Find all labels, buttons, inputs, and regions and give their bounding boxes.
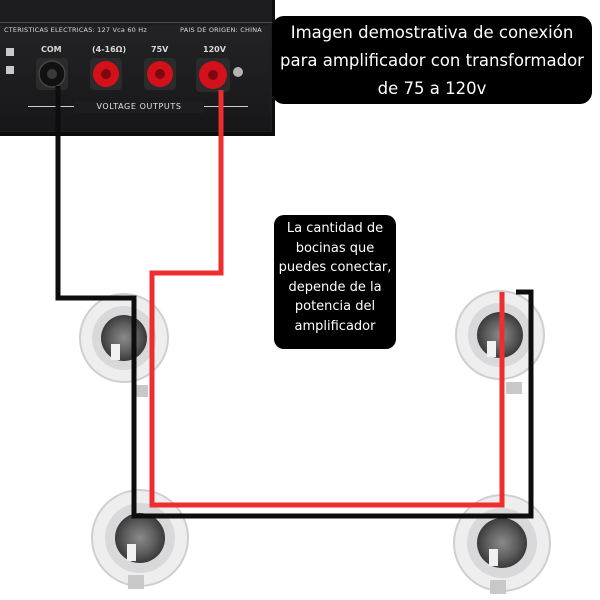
terminal-label-120v: 120V: [203, 45, 226, 54]
speaker-capacity-note: La cantidad de bocinas que puedes conect…: [274, 215, 396, 349]
terminal-com-black: [36, 58, 68, 90]
panel-divider: [0, 22, 272, 23]
title-callout: Imagen demostrativa de conexión para amp…: [272, 16, 592, 104]
terminal-120v-red: [196, 58, 243, 92]
side-switches: [6, 48, 14, 86]
voltage-outputs-label: VOLTAGE OUTPUTS: [74, 101, 204, 113]
terminal-label-com: COM: [41, 45, 62, 54]
red-wire-120v: [149, 90, 505, 508]
electrical-spec-text: CTERISTICAS ELECTRICAS: 127 Vca 60 Hz: [4, 26, 147, 34]
terminal-label-4-16ohm: (4-16Ω): [92, 45, 127, 54]
terminal-75v-red: [144, 58, 176, 90]
speaker-top-left: [79, 293, 169, 397]
speaker-bottom-right: [453, 494, 551, 594]
terminal-4-16ohm-red: [90, 58, 122, 90]
country-origin-text: PAIS DE ORIGEN: CHINA: [180, 26, 262, 34]
black-wire-com: [55, 86, 534, 519]
terminal-label-75v: 75V: [151, 45, 169, 54]
